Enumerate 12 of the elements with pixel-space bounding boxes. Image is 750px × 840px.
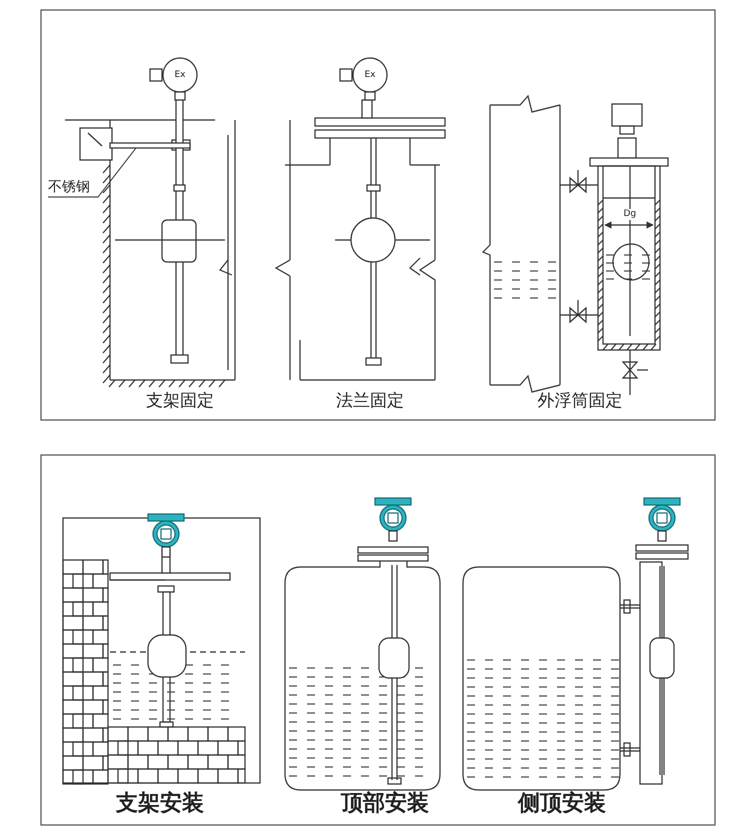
housing-mark: Ex: [364, 70, 376, 80]
caption: 侧顶安装: [518, 793, 606, 815]
bracket-arm: [109, 142, 191, 149]
caption: 法兰固定: [336, 392, 404, 410]
caption: 支架固定: [146, 392, 214, 410]
callout-label: 不锈钢: [48, 180, 90, 197]
leader-line: [48, 148, 136, 198]
caption: 顶部安装: [341, 793, 429, 815]
caption: 支架安装: [116, 793, 204, 815]
dimension-label: Dg: [622, 208, 638, 220]
housing-mark: Ex: [174, 70, 186, 80]
caption: 外浮筒固定: [538, 392, 622, 410]
